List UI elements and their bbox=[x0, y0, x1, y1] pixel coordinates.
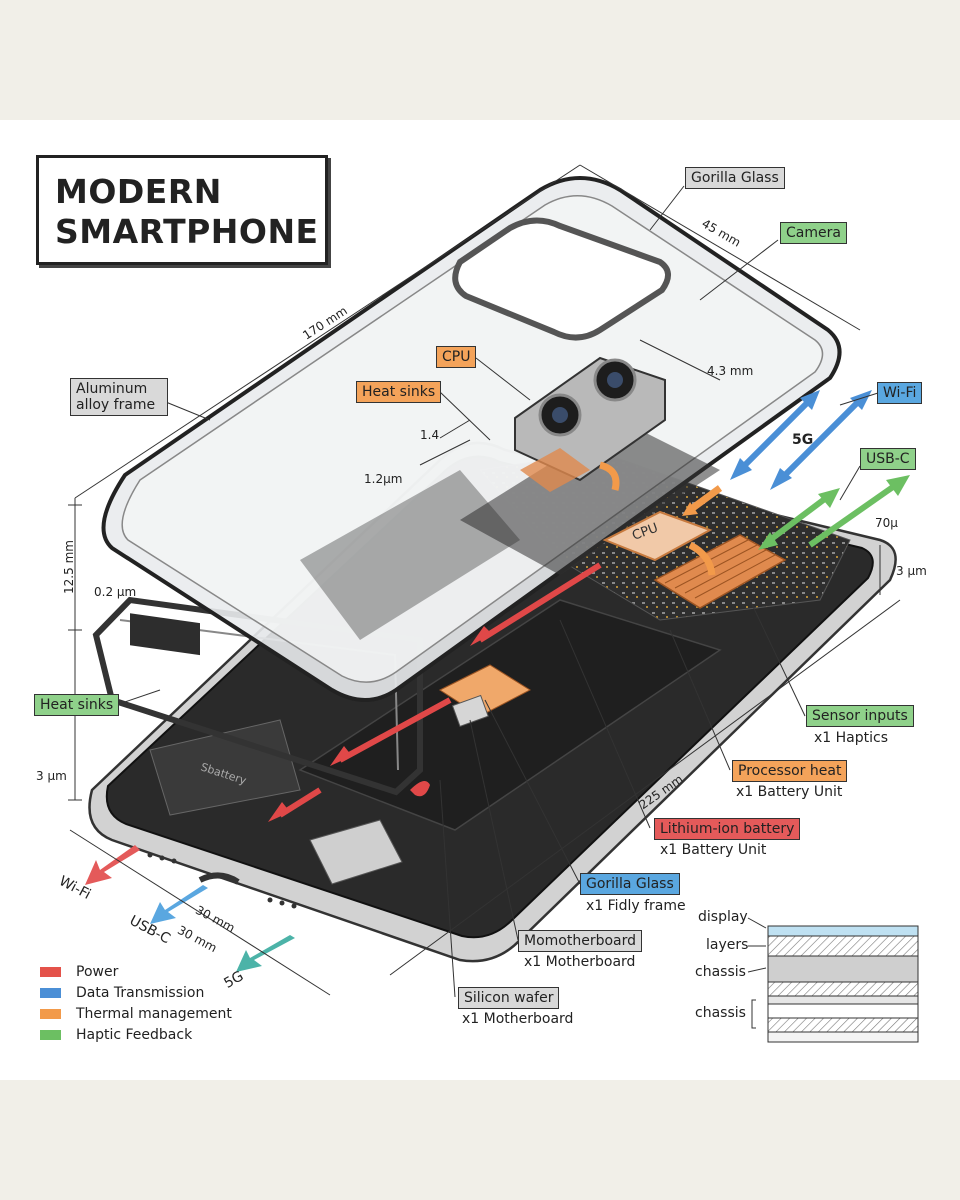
camera-module bbox=[514, 356, 666, 482]
callout-motherboard-sub: x1 Motherboard bbox=[524, 954, 636, 970]
dim-cam-depth: 4.3 mm bbox=[707, 364, 754, 378]
callout-cpu: CPU bbox=[436, 346, 477, 368]
layer-stack bbox=[747, 917, 919, 1043]
legend-item-power: Power bbox=[40, 964, 118, 984]
callout-sensor-inputs: Sensor inputs bbox=[806, 705, 914, 727]
legend-item-data: Data Transmission bbox=[40, 985, 204, 1005]
legend-item-thermal: Thermal management bbox=[40, 1006, 232, 1026]
callout-lithium-sub: x1 Battery Unit bbox=[660, 842, 767, 858]
callout-motherboard: Momotherboard bbox=[518, 930, 643, 952]
callout-silicon-wafer: Silicon wafer bbox=[458, 987, 560, 1009]
legend-swatch-power bbox=[40, 967, 70, 977]
glass-back-panel bbox=[101, 176, 842, 702]
callout-gorilla-glass-bottom: Gorilla Glass bbox=[580, 873, 680, 895]
dim-3um-left: 3 µm bbox=[36, 769, 67, 783]
layer-label-chassis-1: chassis bbox=[695, 964, 746, 980]
layer-label-chassis-2: chassis bbox=[695, 1005, 746, 1021]
dim-0-2um: 0.2 µm bbox=[94, 585, 137, 599]
legend-swatch-haptic bbox=[40, 1030, 70, 1040]
callout-aluminum-frame: Aluminum alloy frame bbox=[70, 378, 168, 416]
callout-silicon-sub: x1 Motherboard bbox=[462, 1011, 574, 1027]
legend-swatch-data bbox=[40, 988, 70, 998]
legend-swatch-thermal bbox=[40, 1009, 70, 1019]
callout-usbc: USB-C bbox=[860, 448, 916, 470]
dim-3um-right: 3 µm bbox=[896, 564, 927, 578]
callout-gorilla-glass-top: Gorilla Glass bbox=[685, 167, 785, 189]
dim-70u: 70µ bbox=[875, 516, 898, 530]
title-line-1: MODERN bbox=[55, 172, 222, 211]
callout-gorilla-sub: x1 Fidly frame bbox=[586, 898, 686, 914]
dim-1-4: 1.4 bbox=[420, 428, 440, 442]
callout-camera: Camera bbox=[780, 222, 847, 244]
callout-sensor-sub: x1 Haptics bbox=[814, 730, 889, 746]
dimension-lines bbox=[68, 164, 901, 996]
legend-item-haptic: Haptic Feedback bbox=[40, 1027, 192, 1047]
callout-lithium-battery: Lithium-ion battery bbox=[654, 818, 801, 840]
arrow-label-5g-top: 5G bbox=[792, 432, 814, 448]
title-box: MODERN SMARTPHONE bbox=[36, 155, 328, 265]
flow-arrows bbox=[85, 390, 910, 972]
callout-processor-sub: x1 Battery Unit bbox=[736, 784, 843, 800]
dim-1-2um: 1.2µm bbox=[364, 472, 403, 486]
callout-processor-heat: Processor heat bbox=[732, 760, 848, 782]
title-line-2: SMARTPHONE bbox=[55, 212, 319, 251]
dim-side-height: 12.5 mm bbox=[61, 540, 76, 594]
callout-heat-sinks-top: Heat sinks bbox=[356, 381, 442, 403]
layer-label-display: display bbox=[698, 909, 748, 925]
callout-heat-sinks-left: Heat sinks bbox=[34, 694, 120, 716]
callout-wifi: Wi-Fi bbox=[877, 382, 923, 404]
layer-label-layers: layers bbox=[706, 937, 749, 953]
leader-lines bbox=[115, 185, 879, 998]
